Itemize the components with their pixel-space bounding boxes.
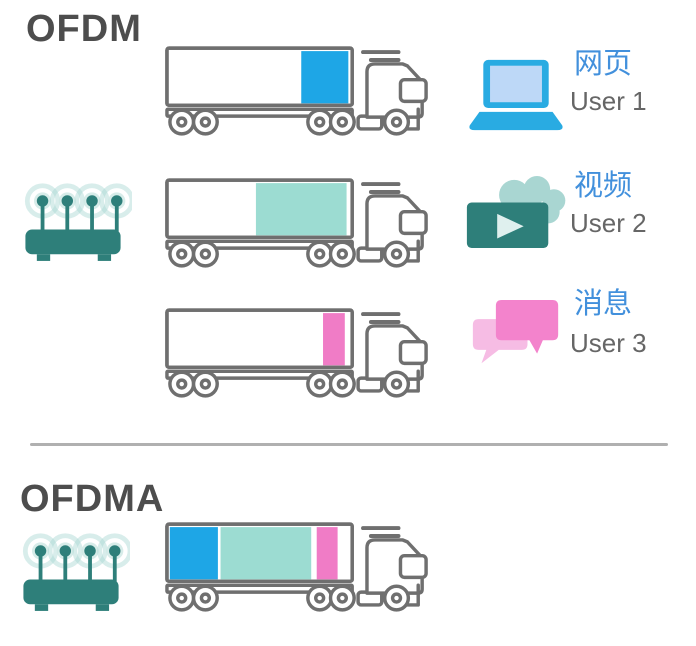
ofdm-truck-user3 [164, 306, 432, 406]
antennas [40, 202, 119, 232]
cargo-block-blue [301, 51, 349, 104]
trailer-outline [165, 46, 354, 108]
user-label-2: User 2 [570, 208, 647, 238]
router-body [23, 579, 119, 605]
router-ofdm [14, 176, 135, 269]
front-bumper [404, 107, 420, 131]
cargo-blocks [301, 51, 349, 104]
router-icon [24, 183, 135, 261]
cargo-blocks [323, 313, 345, 366]
ofdm-truck-user1 [164, 44, 432, 144]
cargo-block-teal [220, 527, 312, 580]
cab-window [398, 209, 428, 236]
video-icon [465, 172, 571, 257]
router-foot [95, 604, 110, 611]
antenna-tips [36, 195, 123, 207]
truck-illustration [165, 46, 428, 136]
router-icon [22, 533, 133, 611]
ofdma-section-title: OFDMA [20, 478, 165, 520]
laptop-icon [466, 58, 566, 138]
cargo-block-pink [323, 313, 345, 366]
truck-illustration [165, 178, 428, 268]
user-label-3: User 3 [570, 328, 647, 358]
router-foot [97, 254, 112, 261]
cargo-blocks [255, 183, 347, 236]
antenna-tips [34, 545, 121, 557]
router-body [25, 229, 121, 255]
front-bumper [404, 369, 420, 393]
antennas [38, 552, 117, 582]
trailer-outline [165, 308, 354, 370]
router-foot [36, 254, 51, 261]
ofdm-truck-user2 [164, 176, 432, 276]
router-ofdma [12, 526, 133, 619]
section-divider [30, 443, 668, 446]
trailer-outline [165, 178, 354, 240]
user-label-1: User 1 [570, 86, 647, 116]
ofdma-truck-shared [164, 520, 432, 620]
play-icon [497, 213, 524, 239]
cab-window [398, 339, 428, 366]
cargo-block-pink [316, 527, 338, 580]
wheels [168, 240, 411, 268]
cab-window [398, 553, 428, 580]
front-bumper [404, 583, 420, 607]
router-foot [34, 604, 49, 611]
truck-cab [365, 538, 424, 595]
cargo-blocks [169, 527, 338, 580]
cargo-block-blue [169, 527, 218, 580]
wheels [168, 370, 411, 398]
chat-bubble-front [495, 300, 559, 354]
truck-cab [365, 324, 424, 381]
service-label-web: 网页 [574, 48, 633, 80]
cargo-block-teal [255, 183, 347, 236]
truck-illustration [165, 522, 428, 612]
truck-cab [365, 62, 424, 119]
wheels [168, 108, 411, 136]
wheels [168, 584, 411, 612]
service-label-video: 视频 [574, 170, 633, 202]
trailer-outline [165, 522, 354, 584]
cab-window [398, 77, 428, 104]
ofdm-section-title: OFDM [26, 8, 142, 50]
truck-cab [365, 194, 424, 251]
truck-illustration [165, 308, 428, 398]
service-label-message: 消息 [574, 288, 633, 320]
front-bumper [404, 239, 420, 263]
chat-icon [470, 298, 562, 376]
